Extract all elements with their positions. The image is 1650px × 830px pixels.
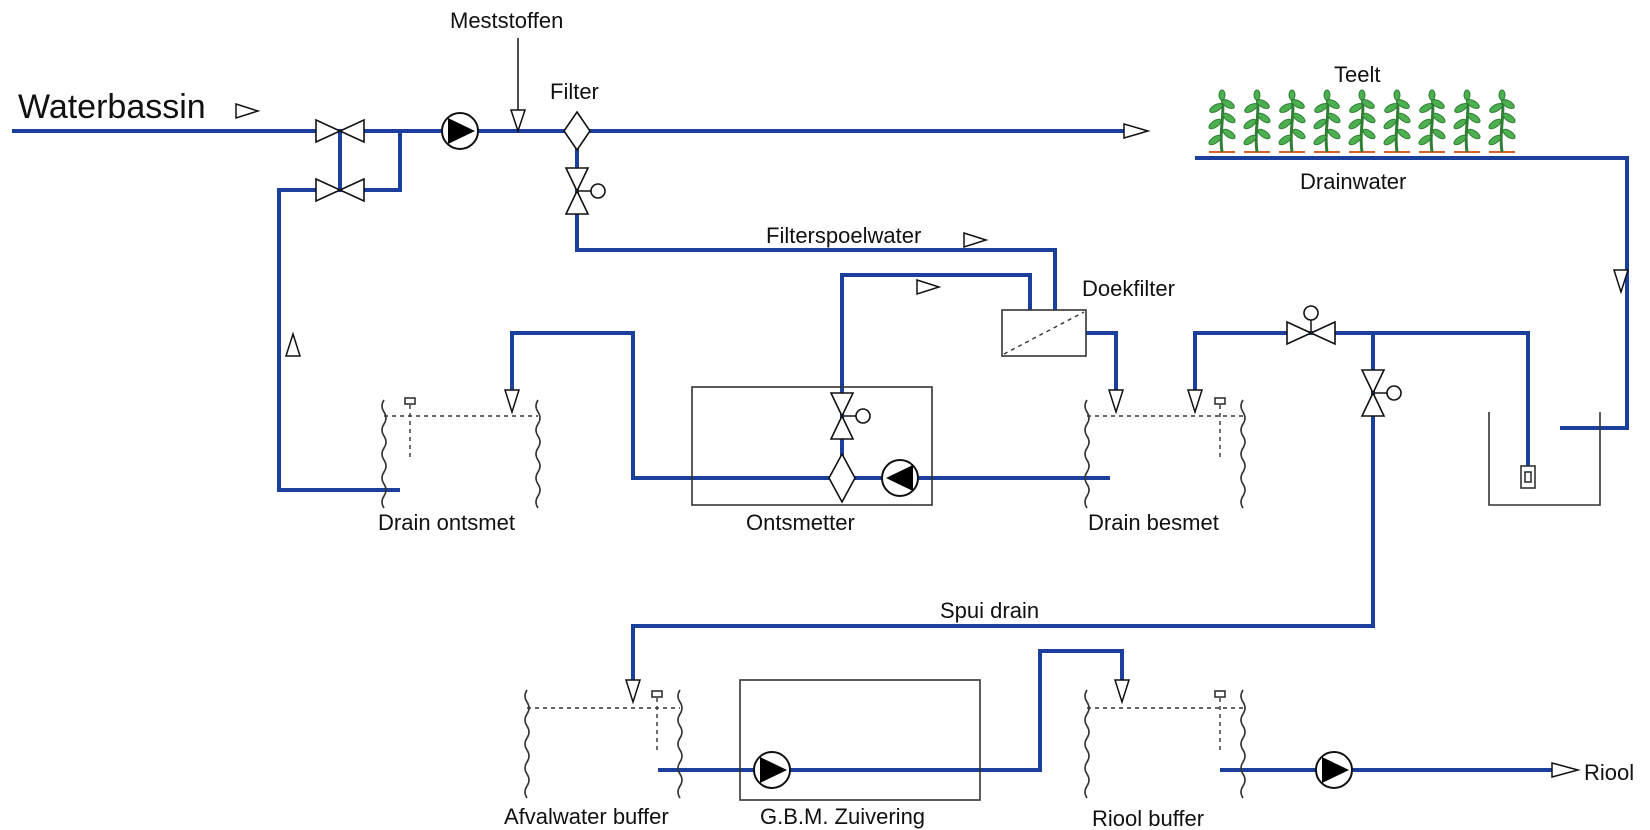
- gbm-zuivering-box: [739, 679, 981, 801]
- flow-arrows: [235, 38, 1630, 778]
- flow-arrow-icon: [509, 109, 527, 134]
- label-meststoffen: Meststoffen: [450, 8, 563, 33]
- level-sensor-icon: [1214, 397, 1226, 405]
- drain-collection-pit: [1488, 412, 1601, 506]
- plant-icon: [1453, 89, 1481, 153]
- pump-icon: [881, 459, 919, 497]
- doekfilter-outlet-pipe: [1085, 331, 1118, 390]
- tank-afvalwater-buffer: [524, 689, 683, 799]
- plant-icon: [1208, 89, 1236, 153]
- flow-arrow-icon: [624, 679, 642, 705]
- label-spui-drain: Spui drain: [940, 598, 1039, 623]
- plant-icon: [1313, 89, 1341, 153]
- label-filterspoelwater: Filterspoelwater: [766, 223, 921, 248]
- control-valve-icon: [564, 167, 606, 215]
- drainwater-return-pipe: [1195, 156, 1629, 430]
- gate-valve-icon: [315, 177, 365, 203]
- filter-icon: [563, 110, 591, 152]
- label-drain-ontsmet: Drain ontsmet: [378, 510, 515, 535]
- tank-riool-buffer: [1084, 689, 1246, 799]
- label-doekfilter: Doekfilter: [1082, 276, 1175, 301]
- pump-icon: [1315, 751, 1353, 789]
- flow-arrow-icon: [284, 331, 302, 357]
- label-ontsmetter: Ontsmetter: [746, 510, 855, 535]
- label-afvalwater-buffer: Afvalwater buffer: [504, 804, 669, 829]
- plant-icon: [1488, 89, 1516, 153]
- label-filter: Filter: [550, 79, 599, 104]
- flow-arrow-icon: [916, 278, 942, 296]
- control-valve-icon: [829, 392, 871, 440]
- level-sensor-icon: [404, 397, 416, 405]
- level-sensor-icon: [1214, 690, 1226, 698]
- plant-icon: [1348, 89, 1376, 153]
- flow-arrow-icon: [1107, 389, 1125, 415]
- flow-arrow-icon: [1612, 269, 1630, 295]
- label-waterbassin: Waterbassin: [18, 88, 206, 126]
- plant-icon: [1383, 89, 1411, 153]
- control-valve-icon: [1286, 305, 1336, 346]
- spui-drain-pipe: [631, 333, 1375, 680]
- flow-arrow-icon: [963, 231, 989, 249]
- flow-arrow-icon: [1113, 679, 1131, 705]
- label-riool: Riool: [1584, 760, 1634, 785]
- flow-arrow-icon: [235, 102, 261, 120]
- flow-arrow-icon: [503, 389, 521, 415]
- drain-ontsmet-feed-pipe: [510, 331, 1110, 480]
- pump-icon: [753, 751, 791, 789]
- pit-to-drain-besmet-pipe: [1193, 331, 1530, 466]
- cloth-filter-icon: [1001, 309, 1087, 357]
- gate-valve-icon: [315, 118, 365, 144]
- bypass-loop-pipe: [277, 131, 402, 492]
- label-teelt: Teelt: [1334, 62, 1380, 87]
- ontsmetter-box: [691, 386, 933, 506]
- plant-icon: [1278, 89, 1306, 153]
- flow-arrow-icon: [1551, 762, 1581, 778]
- plant-icon: [1243, 89, 1271, 153]
- label-riool-buffer: Riool buffer: [1092, 806, 1204, 830]
- filter-flush-pipe: [575, 131, 1057, 310]
- filter-icon: [828, 452, 856, 504]
- ontsmetter-bypass-pipe: [840, 273, 1032, 478]
- level-sensor-icon: [651, 690, 663, 698]
- label-gbm-zuivering: G.B.M. Zuivering: [760, 804, 925, 829]
- tank-drain-ontsmet: [381, 397, 541, 509]
- tank-drain-besmet: [1084, 397, 1246, 509]
- teelt-plants: [1208, 89, 1516, 153]
- label-drain-besmet: Drain besmet: [1088, 510, 1219, 535]
- pump-icon: [441, 112, 479, 150]
- gbm-line-pipe: [658, 649, 1124, 772]
- label-drainwater: Drainwater: [1300, 169, 1406, 194]
- flow-arrow-icon: [1186, 389, 1204, 415]
- control-valve-icon: [1360, 369, 1402, 417]
- plant-icon: [1418, 89, 1446, 153]
- flow-arrow-icon: [1123, 123, 1151, 139]
